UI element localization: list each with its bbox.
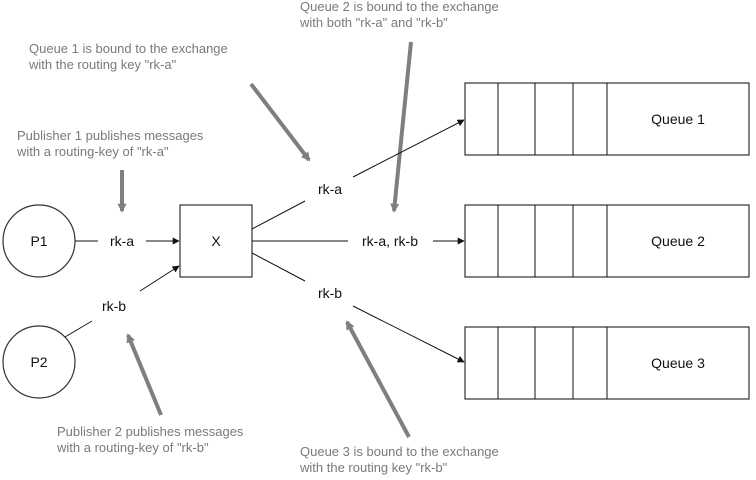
edge-q2-label: rk-a, rk-b [362,233,418,249]
edge-q1-segment-2 [352,119,465,178]
edge-p1-label: rk-a [110,233,134,249]
edge-q1-segment-1 [251,200,306,230]
queue-1-label: Queue 1 [651,111,705,127]
queue-1: Queue 1 [464,82,750,156]
edge-q3-segment-1 [251,252,306,282]
annotation-publisher1: Publisher 1 publishes messages with a ro… [16,128,204,159]
pointer-arrow-queue2-note [390,41,413,213]
annotation-queue1-line-2: with the routing key "rk-a" [28,57,177,72]
edge-p2-to-exchange: rk-b [64,265,180,338]
exchange-x: X [179,204,253,278]
annotation-queue2-line-2: with both "rk-a" and "rk-b" [299,15,448,30]
publisher-p2: P2 [2,325,76,399]
edge-exchange-to-queue2: rk-a, rk-b [252,233,465,249]
publisher-p2-label: P2 [30,354,47,370]
queue-3-label: Queue 3 [651,355,705,371]
publisher-p2-circle [2,325,76,399]
exchange-label: X [211,233,221,249]
edge-p1-to-exchange: rk-a [75,233,180,249]
edge-exchange-to-queue3: rk-b [251,252,465,363]
annotation-publisher2-line-2: with a routing-key of "rk-b" [56,440,209,455]
annotation-queue3-line-1: Queue 3 is bound to the exchange [300,444,499,459]
queue-2-label: Queue 2 [651,233,705,249]
annotation-publisher1-line-2: with a routing-key of "rk-a" [16,144,169,159]
pointer-arrow-queue1-note [249,82,311,162]
edge-exchange-to-queue1: rk-a [251,119,465,230]
annotation-queue3: Queue 3 is bound to the exchange with th… [299,444,499,475]
annotation-queue3-line-2: with the routing key "rk-b" [299,460,448,475]
annotation-publisher2: Publisher 2 publishes messages with a ro… [56,424,244,455]
edge-p2-segment-1 [64,320,93,338]
annotation-queue2: Queue 2 is bound to the exchange with bo… [299,0,499,30]
queue-2: Queue 2 [464,204,750,278]
annotation-publisher1-line-1: Publisher 1 publishes messages [17,128,204,143]
publisher-p1: P1 [2,204,76,278]
pointer-arrow-publisher2-note [126,333,163,416]
edge-q1-label: rk-a [318,181,342,197]
edge-q3-segment-2 [352,305,465,363]
edge-q3-label: rk-b [318,285,342,301]
queue-3: Queue 3 [464,326,750,400]
publisher-p1-label: P1 [30,233,47,249]
pointer-arrow-queue3-note [345,320,411,438]
annotation-queue1-line-1: Queue 1 is bound to the exchange [29,41,228,56]
edge-p2-label: rk-b [102,298,126,314]
annotation-publisher2-line-1: Publisher 2 publishes messages [57,424,244,439]
annotation-queue1: Queue 1 is bound to the exchange with th… [28,41,228,72]
edge-p2-segment-2 [139,265,180,292]
annotation-queue2-line-1: Queue 2 is bound to the exchange [300,0,499,14]
